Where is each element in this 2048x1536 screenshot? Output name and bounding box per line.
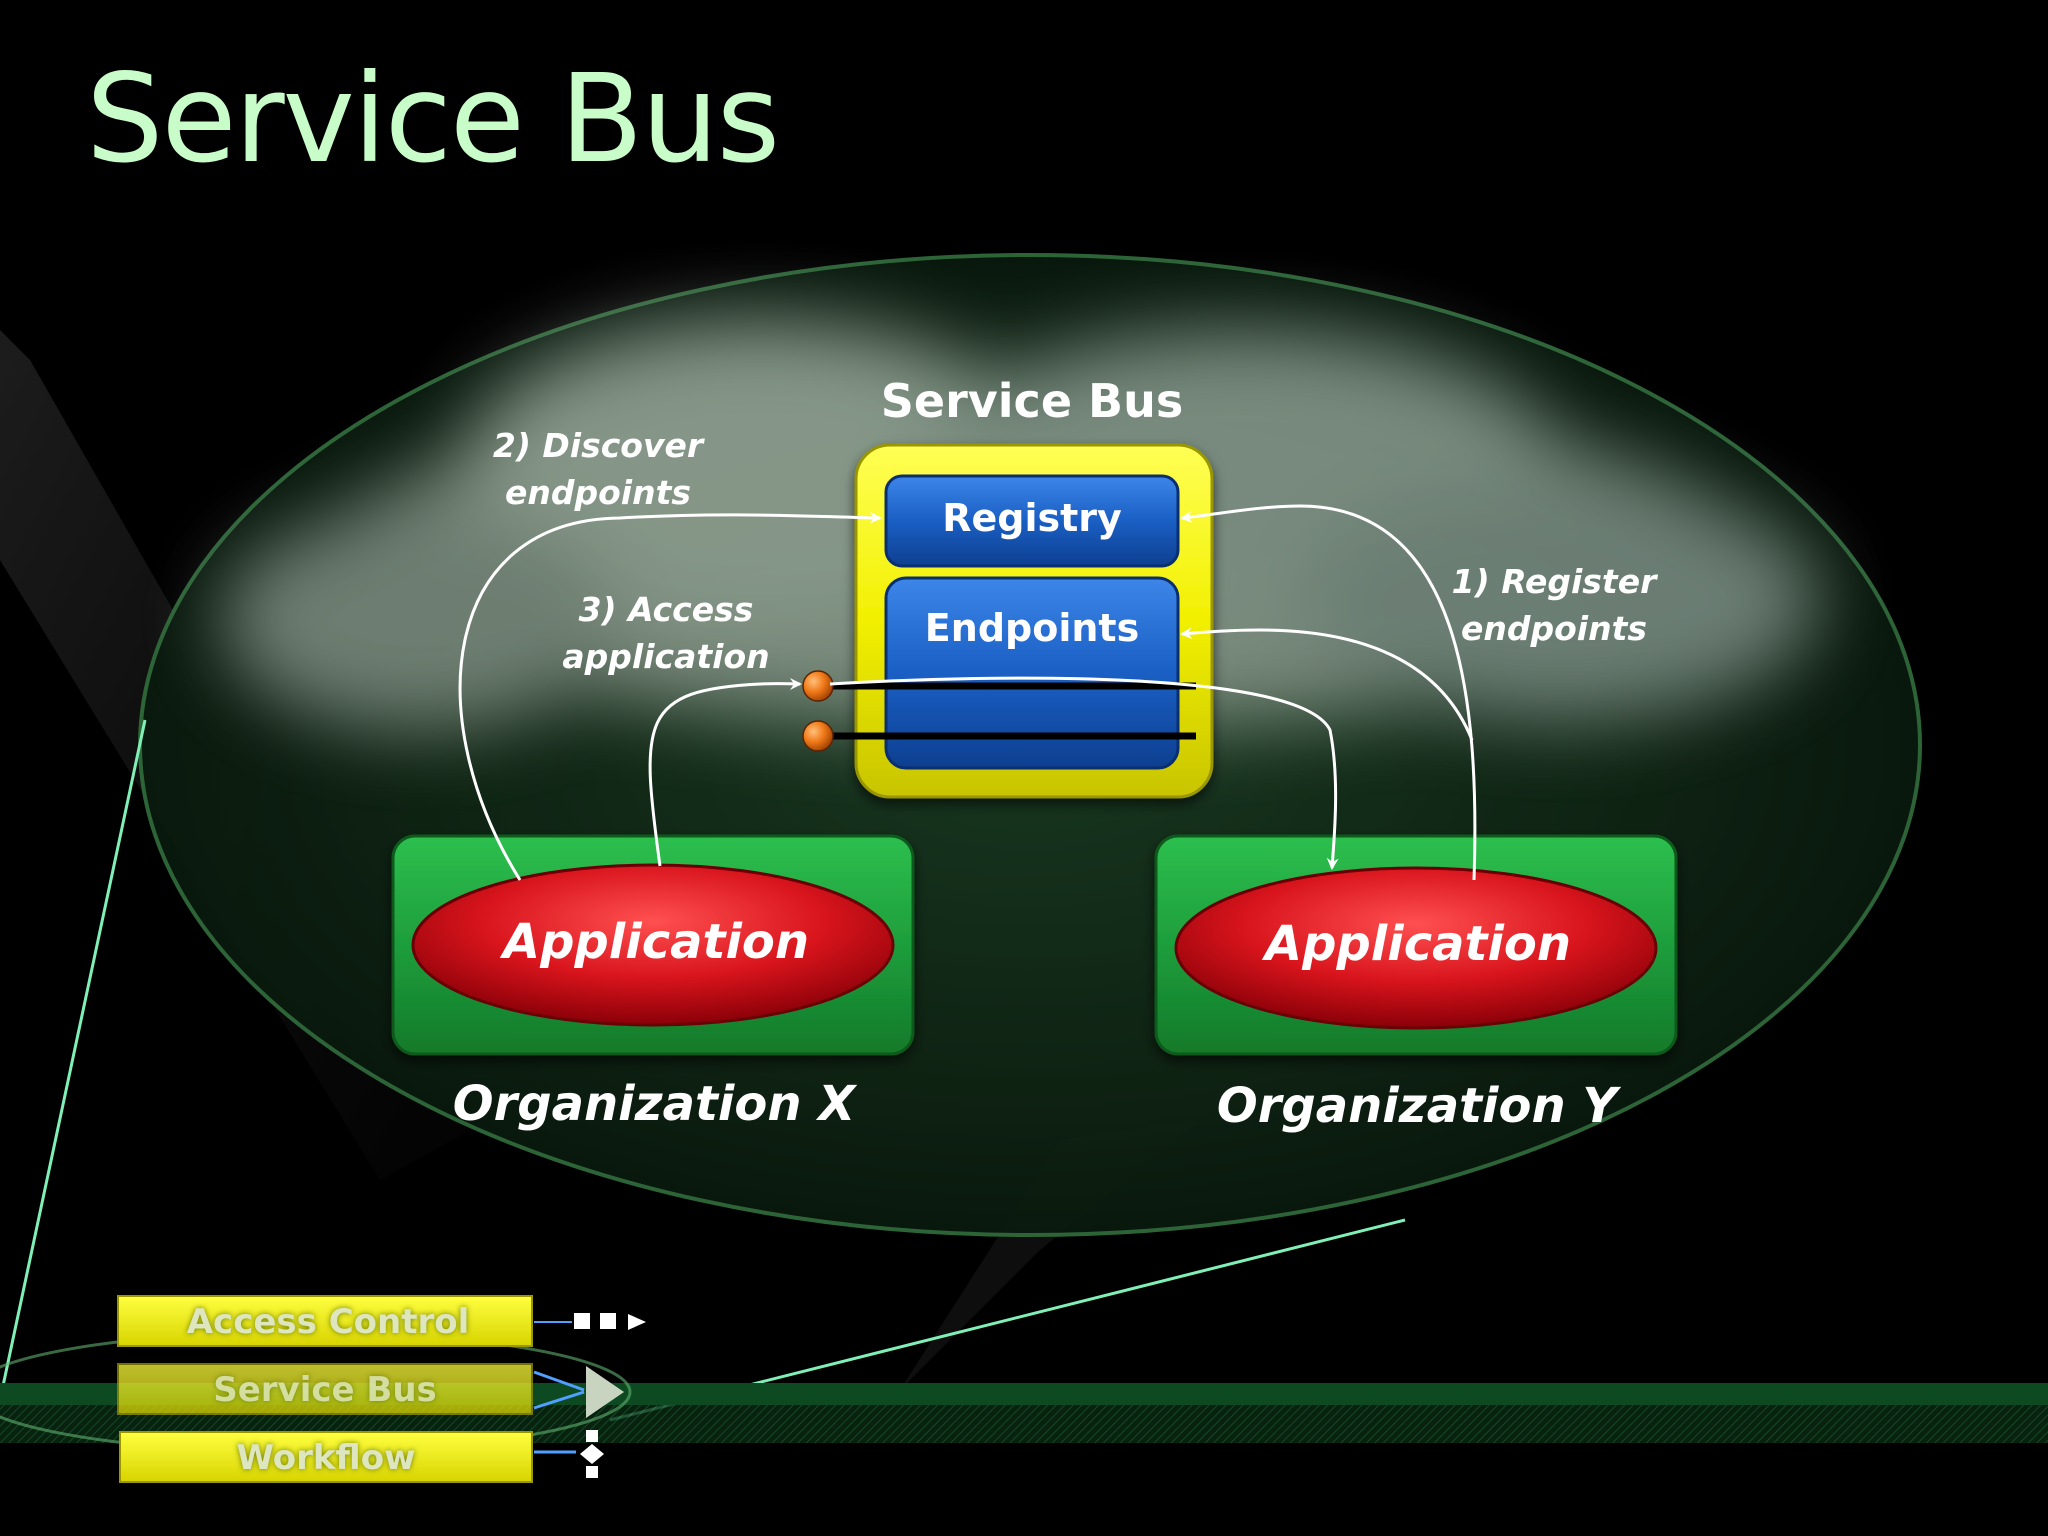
endpoints-label: Endpoints	[924, 606, 1140, 650]
endpoint-dot-2	[802, 720, 834, 752]
arrow-register-endpoints	[1180, 627, 1474, 741]
step-discover-line2: endpoints	[504, 473, 691, 512]
nav-bar-access-control	[117, 1295, 533, 1347]
zoom-line-left	[0, 719, 147, 1401]
service-bus-cloud-title: Service Bus	[880, 374, 1184, 428]
org-x-app-ellipse	[411, 863, 895, 1027]
endpoint-dot-1	[802, 670, 834, 702]
step-access-line1: 3) Access	[578, 590, 754, 629]
arrow-register-registry	[1180, 504, 1477, 881]
arrow-access	[648, 677, 802, 867]
step-access-label: 3) Access application	[562, 586, 769, 680]
page-title: Service Bus	[86, 48, 780, 190]
service-bus-mini-icon	[533, 1366, 624, 1418]
step-register-line1: 1) Register	[1451, 562, 1657, 601]
access-control-mini-icon	[534, 1313, 646, 1330]
org-x-application-label: Application	[502, 914, 810, 970]
workflow-mini-icon	[534, 1430, 604, 1478]
nav-bar-service-bus	[117, 1363, 533, 1415]
org-y-application-label: Application	[1264, 916, 1572, 972]
org-y-app-ellipse	[1174, 866, 1658, 1030]
org-y-label: Organization Y	[1216, 1078, 1618, 1134]
endpoints-box	[884, 576, 1180, 770]
step-access-line2: application	[562, 637, 770, 676]
nav-bar-workflow	[119, 1431, 533, 1483]
step-discover-label: 2) Discover endpoints	[493, 422, 703, 516]
nav-item-workflow[interactable]: Workflow	[236, 1438, 416, 1478]
nav-item-service-bus[interactable]: Service Bus	[213, 1370, 437, 1410]
step-register-line2: endpoints	[1460, 609, 1647, 648]
arrow-access-continue	[829, 676, 1339, 870]
step-discover-line1: 2) Discover	[492, 426, 704, 465]
org-x-label: Organization X	[452, 1076, 856, 1132]
nav-item-access-control[interactable]: Access Control	[186, 1302, 470, 1342]
arrow-discover	[458, 511, 882, 881]
registry-label: Registry	[942, 496, 1122, 540]
registry-box	[884, 474, 1180, 568]
step-register-label: 1) Register endpoints	[1452, 558, 1657, 652]
